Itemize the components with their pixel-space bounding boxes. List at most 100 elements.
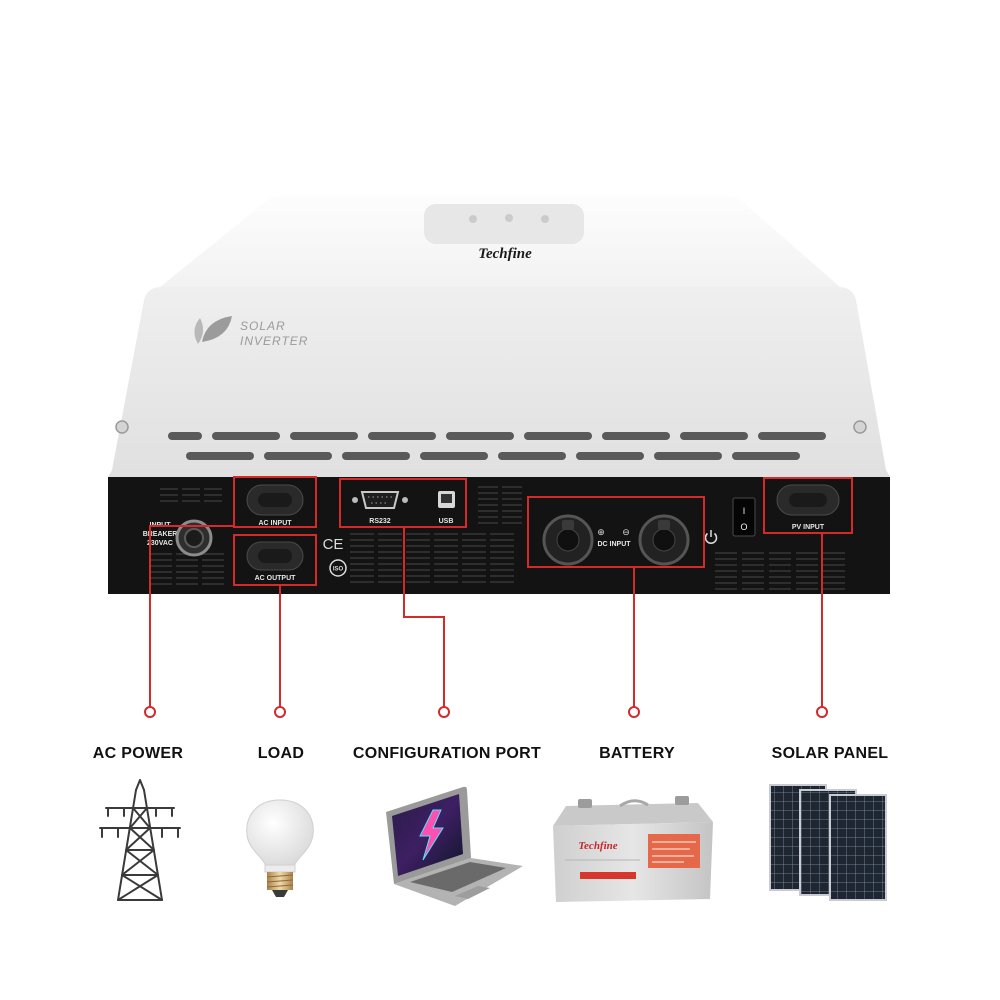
breaker-label-3: 230VAC [147, 540, 173, 547]
vent-slot [186, 452, 254, 460]
inverter: Techfine SOLAR INVERTER INPUT BREAKER 23… [108, 195, 890, 594]
grille-slot [204, 500, 222, 502]
bulb-glass [246, 799, 314, 867]
callout-label-battery: BATTERY [599, 745, 675, 762]
grille-slot [478, 510, 498, 512]
ac-output-port: AC OUTPUT [246, 541, 304, 582]
panel-grilles [150, 486, 845, 590]
status-display-window [424, 204, 584, 244]
grille-slot [769, 558, 791, 560]
vent-slot [420, 452, 488, 460]
vent-slot [368, 432, 436, 440]
grille-slot [350, 575, 374, 577]
grille-slot [769, 564, 791, 566]
grille-slot [715, 582, 737, 584]
vent-slots [168, 432, 826, 460]
pv-input-port: PV INPUT [776, 484, 840, 531]
dc-terminal-positive-bolt [562, 520, 574, 530]
grille-slot [202, 565, 224, 567]
breaker-button-center [184, 528, 204, 548]
grille-slot [350, 569, 374, 571]
screw [853, 420, 867, 434]
battery-icon: Techfine [553, 796, 713, 902]
grille-slot [434, 533, 458, 535]
db9-screw [352, 497, 358, 503]
grille-slot [462, 539, 486, 541]
grille-slot [434, 545, 458, 547]
grille-slot [378, 575, 402, 577]
brand-logo: Techfine [478, 246, 532, 262]
dc-minus-symbol: ⊖ [622, 527, 630, 537]
bulb-tip [272, 890, 288, 897]
grille-slot [823, 588, 845, 590]
ac-input-port: AC INPUT [246, 484, 304, 527]
grille-slot [150, 583, 172, 585]
battery-top [553, 803, 713, 826]
grille-slot [490, 533, 514, 535]
grille-slot [742, 558, 764, 560]
grille-slot [434, 581, 458, 583]
laptop-keyboard [410, 862, 506, 892]
solar-panel [829, 794, 887, 901]
grille-slot [434, 563, 458, 565]
grille-slot [769, 582, 791, 584]
grille-slot [434, 557, 458, 559]
logo-line-1: SOLAR [240, 319, 286, 333]
solar-panel-icon [769, 784, 887, 901]
grille-slot [350, 551, 374, 553]
grille-slot [823, 582, 845, 584]
grille-slot [176, 559, 198, 561]
grille-slot [742, 570, 764, 572]
grille-slot [406, 581, 430, 583]
battery-handle [619, 799, 649, 808]
grille-slot [478, 492, 498, 494]
iso-mark-text: ISO [333, 567, 344, 573]
grille-slot [406, 533, 430, 535]
grille-slot [350, 563, 374, 565]
grille-slot [742, 552, 764, 554]
usb-port-inner [441, 494, 452, 503]
battery-terminal-positive [578, 799, 592, 808]
lightning-icon [419, 809, 444, 861]
grille-slot [769, 588, 791, 590]
grille-slot [434, 569, 458, 571]
grille-slot [490, 551, 514, 553]
ce-mark: CE [323, 536, 344, 553]
screw [115, 420, 129, 434]
indicator-led [541, 215, 549, 223]
grille-slot [478, 486, 498, 488]
vent-slot [576, 452, 644, 460]
grille-slot [406, 551, 430, 553]
vent-slot [602, 432, 670, 440]
grille-slot [406, 539, 430, 541]
grille-slot [715, 570, 737, 572]
callout-label-solar-panel: SOLAR PANEL [772, 745, 889, 762]
vent-slot [446, 432, 514, 440]
dc-terminal-negative-bolt [658, 520, 670, 530]
grille-slot [769, 576, 791, 578]
grille-slot [823, 570, 845, 572]
grille-slot [378, 551, 402, 553]
switch-on-label: I [743, 506, 746, 516]
grille-slot [490, 569, 514, 571]
pv-input-label: PV INPUT [792, 524, 825, 531]
bulb-neck [264, 864, 296, 873]
solar-inverter-logo: SOLAR INVERTER [194, 316, 308, 348]
grille-slot [150, 553, 172, 555]
grille-slot [502, 498, 522, 500]
grille-slot [182, 500, 200, 502]
grille-slot [502, 510, 522, 512]
logo-line-2: INVERTER [240, 334, 308, 348]
pv-input-socket-inner [789, 493, 827, 507]
grille-slot [462, 545, 486, 547]
configuration-port-marker [438, 706, 450, 718]
grille-slot [769, 570, 791, 572]
power-icon-arc [704, 532, 718, 544]
grille-slot [478, 516, 498, 518]
grille-slot [490, 545, 514, 547]
pv-input-highlight [763, 477, 853, 534]
grille-slot [204, 488, 222, 490]
grille-slot [715, 558, 737, 560]
grille-slot [462, 533, 486, 535]
dc-input-highlight [527, 496, 705, 568]
